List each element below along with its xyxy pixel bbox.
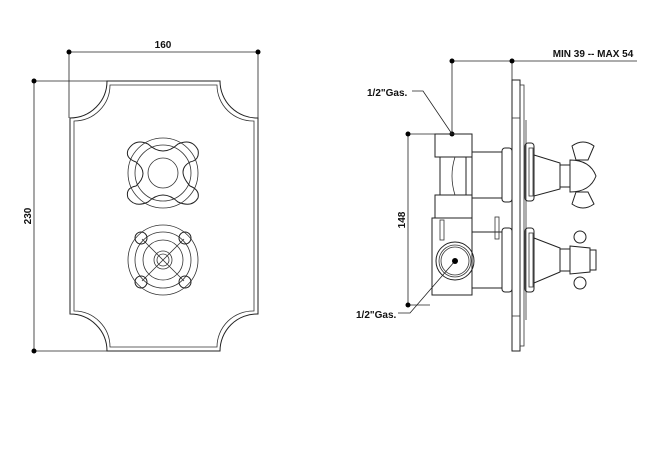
width-dimension: 160: [66, 40, 261, 118]
height-dimension: 230: [23, 78, 108, 354]
height-dimension-label: 230: [23, 207, 34, 224]
width-dimension-label: 160: [155, 40, 172, 51]
upper-valve-handle-side: [524, 141, 597, 209]
lower-connection-label: 1/2"Gas.: [356, 310, 397, 321]
cover-plate: [69, 80, 259, 352]
upper-cross-handle: [126, 137, 199, 209]
depth-dimension: MIN 39 -- MAX 54: [449, 49, 637, 134]
upper-connection-label: 1/2"Gas.: [367, 88, 408, 99]
connection-labels: 1/2"Gas. 1/2"Gas.: [356, 88, 458, 321]
inlet-spacing-dimension: 148: [397, 131, 470, 308]
wall-plate-profile: [511, 79, 527, 352]
valve-body: [431, 133, 513, 296]
front-view: 160 230: [23, 40, 261, 354]
side-view: MIN 39 -- MAX 54 148 1/2"Gas. 1/2"Gas.: [356, 49, 637, 352]
lower-valve-handle-side: [524, 227, 597, 293]
depth-dimension-label: MIN 39 -- MAX 54: [553, 49, 634, 60]
lower-cross-handle: [127, 224, 199, 296]
inlet-spacing-label: 148: [397, 211, 408, 228]
